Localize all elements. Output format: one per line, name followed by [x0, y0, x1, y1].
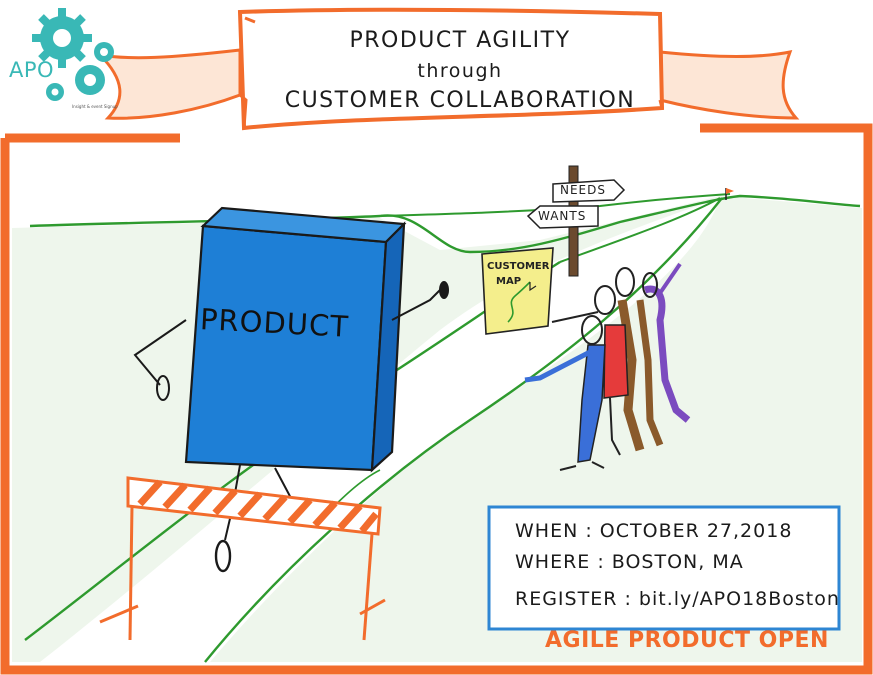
map-label-line-1: CUSTOMER — [487, 261, 550, 272]
sign-wants: WANTS — [538, 209, 587, 223]
hurdle — [99, 476, 386, 641]
flag-icon — [725, 188, 734, 200]
event-where-label: WHERE : — [515, 551, 605, 573]
logo-tagline: Insight & event Signup — [72, 104, 118, 109]
logo-text: APO — [9, 58, 55, 82]
event-when: WHEN : OCTOBER 27,2018 — [515, 520, 792, 542]
banner-title-line-1: PRODUCT AGILITY — [349, 28, 571, 53]
gear-icon — [32, 8, 114, 101]
title-banner — [95, 7, 800, 131]
event-when-label: WHEN : — [515, 520, 593, 542]
event-when-value: OCTOBER 27,2018 — [599, 520, 793, 542]
banner-title-line-3: CUSTOMER COLLABORATION — [284, 88, 636, 113]
event-register-link[interactable]: bit.ly/APO18Boston — [638, 588, 840, 610]
customer-group — [524, 262, 691, 471]
event-where: WHERE : BOSTON, MA — [515, 551, 744, 573]
sign-needs: NEEDS — [560, 183, 606, 197]
event-info-box — [487, 505, 841, 631]
event-register: REGISTER : bit.ly/APO18Boston — [515, 588, 840, 610]
customer-map — [481, 247, 554, 335]
event-where-value: BOSTON, MA — [611, 551, 744, 573]
product-box — [133, 206, 449, 573]
footer-brand: AGILE PRODUCT OPEN — [545, 628, 829, 653]
orange-frame — [0, 123, 873, 675]
map-label-line-2: MAP — [496, 276, 522, 287]
signpost — [526, 165, 626, 277]
banner-title-line-2: through — [417, 60, 503, 82]
event-register-label: REGISTER : — [515, 588, 632, 610]
